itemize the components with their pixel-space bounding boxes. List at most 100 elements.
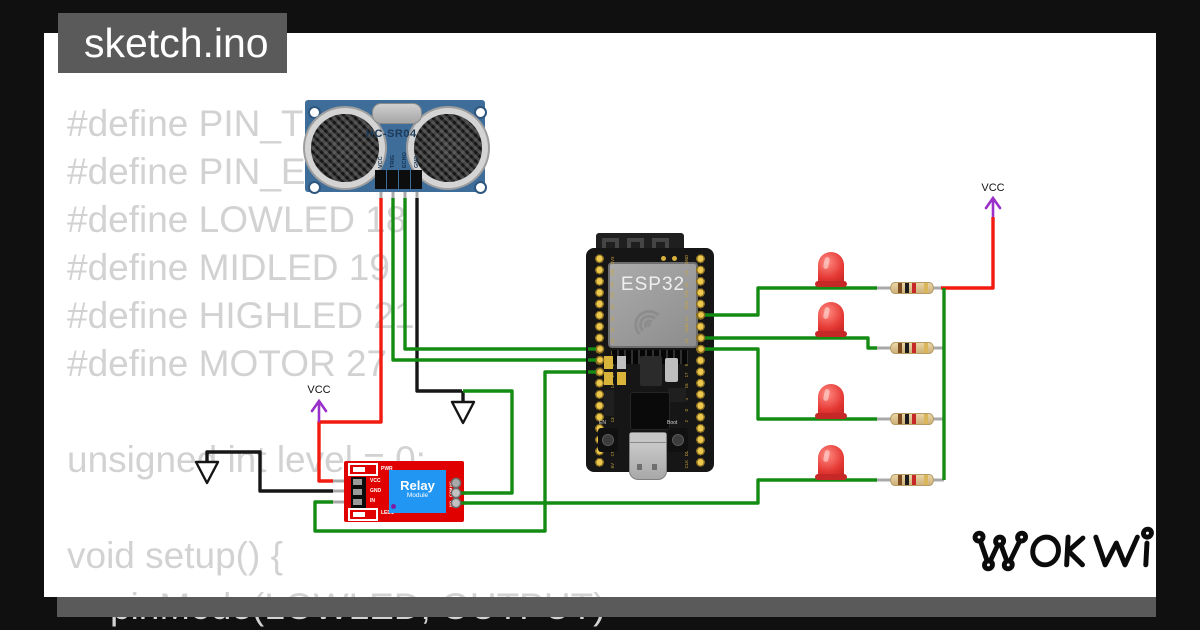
smd-ic <box>668 388 686 402</box>
relay-pin <box>353 499 362 505</box>
board-dot <box>661 256 666 261</box>
wire-echo <box>403 198 590 351</box>
wired-pins <box>595 310 706 377</box>
smd-capacitor <box>617 372 626 385</box>
wire-pin19-led2 <box>710 336 877 350</box>
usb-connector <box>629 432 667 480</box>
vcc-arrow-icon <box>310 195 1002 423</box>
sketch-title: sketch.ino <box>84 20 269 66</box>
wire-trig <box>391 198 590 362</box>
relay-title: Relay <box>400 478 435 493</box>
relay-led1-label: LED1 <box>381 510 394 516</box>
smd-capacitor <box>604 372 613 385</box>
led-3 <box>815 384 847 419</box>
band-brown <box>898 475 902 485</box>
mount-hole <box>474 181 487 194</box>
code-line: #define LOWLED 18 <box>67 199 407 240</box>
smd-component <box>665 358 678 382</box>
sensor-pin <box>375 170 386 189</box>
en-button-label: EN <box>599 420 606 426</box>
transducer-left <box>311 114 379 182</box>
band-red <box>912 283 916 293</box>
usb-uart-chip <box>630 392 670 430</box>
band-brown <box>898 283 902 293</box>
smd-ic <box>604 390 614 416</box>
boot-button-label: Boot <box>667 420 678 426</box>
antenna-trace <box>602 238 669 254</box>
esp32-shield <box>608 262 698 348</box>
boot-button <box>668 428 688 452</box>
voltage-regulator <box>640 356 662 386</box>
gnd-symbol-icon <box>194 400 476 485</box>
sensor-pin <box>411 170 422 189</box>
band-red <box>912 414 916 424</box>
relay-in-label: IN <box>370 498 375 504</box>
relay-pin <box>353 479 362 485</box>
mount-hole <box>308 181 321 194</box>
smd-resistor <box>617 356 626 369</box>
wifi-icon <box>634 310 660 336</box>
usb-hole <box>652 464 657 470</box>
relay-pwr-led <box>348 463 378 476</box>
wire-pin18-led3 <box>710 347 877 421</box>
relay-terminals <box>450 477 462 509</box>
code-line: void setup() { <box>67 535 283 576</box>
relay-gnd-label: GND <box>370 488 382 494</box>
band-gold <box>924 283 928 293</box>
esp32-pin-column-right <box>694 253 707 469</box>
sensor-pin <box>399 170 410 189</box>
resistor-4 <box>890 474 934 486</box>
wokwi-logo <box>972 526 1154 572</box>
led-1 <box>815 252 847 287</box>
usb-hole <box>637 464 642 470</box>
pin-stubs <box>456 313 714 505</box>
band-gold <box>924 475 928 485</box>
board-dot <box>672 256 677 261</box>
band-black <box>905 283 909 293</box>
band-brown <box>898 414 902 424</box>
code-line: #define MIDLED 19 <box>67 247 390 288</box>
band-black <box>905 414 909 424</box>
wire-relay-no-led4 <box>462 478 877 505</box>
relay-subtitle: Module <box>406 492 429 499</box>
band-black <box>905 475 909 485</box>
band-red <box>912 475 916 485</box>
band-red <box>912 343 916 353</box>
resistor-2 <box>890 342 934 354</box>
wire-relay-com <box>462 389 514 495</box>
band-gold <box>924 414 928 424</box>
relay-pin <box>353 489 362 495</box>
relay-pwr-label: PWR <box>381 466 393 472</box>
wire-relay-in <box>313 370 590 533</box>
smd-capacitor <box>604 356 613 369</box>
mount-hole <box>308 106 321 119</box>
vcc-label-left: VCC <box>307 384 331 396</box>
bottom-bar <box>57 597 1156 617</box>
mount-hole <box>474 106 487 119</box>
resistor-3 <box>890 413 934 425</box>
relay-dot <box>391 504 396 509</box>
wire-sensor-gnd <box>415 198 462 393</box>
wire-pin21-led1 <box>710 286 877 317</box>
band-gold <box>924 343 928 353</box>
band-black <box>905 343 909 353</box>
relay-vcc-label: VCC <box>370 478 381 484</box>
oscillator <box>372 103 422 124</box>
band-brown <box>898 343 902 353</box>
led-2 <box>815 302 847 337</box>
en-button <box>598 428 618 452</box>
resistor-1 <box>890 282 934 294</box>
relay-led1 <box>348 508 378 521</box>
wire-led-vcc <box>941 217 995 290</box>
title-tab: sketch.ino <box>58 13 287 73</box>
relay-body: Relay Module <box>389 470 446 513</box>
wire-relay-gnd <box>205 450 333 493</box>
sensor-label: HC-SR04 <box>366 128 417 140</box>
vcc-label-right: VCC <box>981 182 1005 194</box>
transducer-right <box>414 114 482 182</box>
sensor-pin <box>387 170 398 189</box>
esp32-label: ESP32 <box>620 274 686 295</box>
